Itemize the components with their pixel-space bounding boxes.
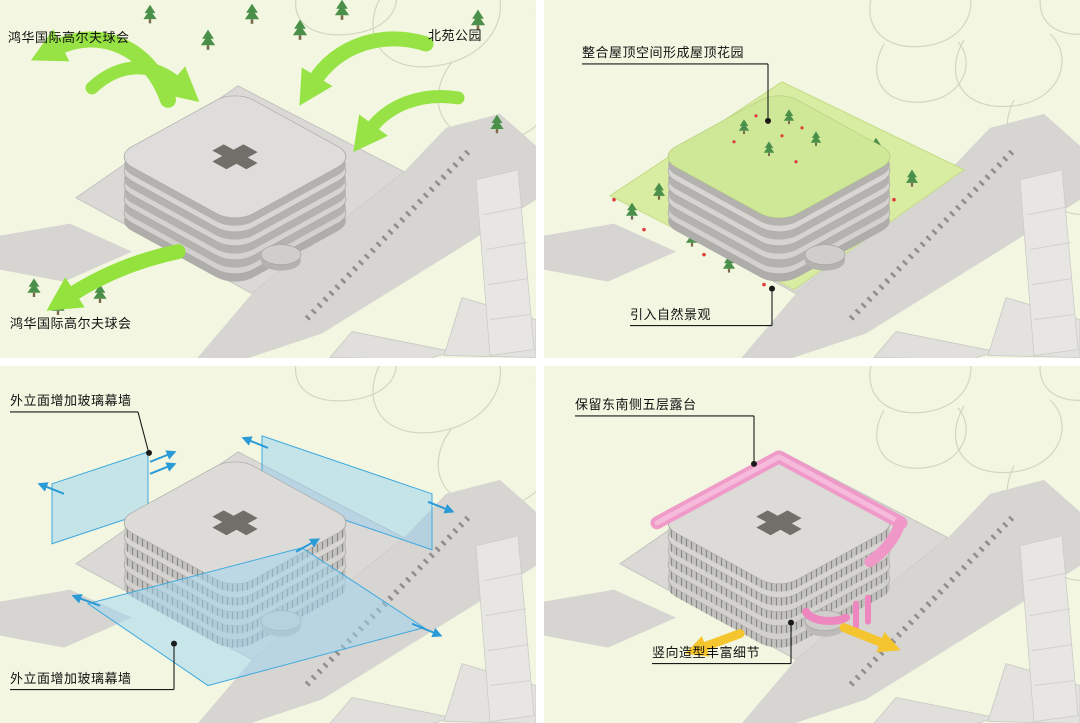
leader-lines — [582, 63, 773, 327]
leader-lines — [575, 414, 792, 664]
leader-dot-terrace — [751, 460, 757, 467]
annotation-vertical-detail: 竖向造型丰富细节 — [652, 644, 761, 660]
leader-dot-glass-top — [146, 449, 152, 456]
terrace-detail-illustration — [544, 365, 1080, 723]
green-flow-arrow-southwest — [46, 244, 186, 311]
leader-dot-landscape — [769, 285, 775, 292]
panel-roof-garden: 整合屋顶空间形成屋顶花园 引入自然景观 — [544, 0, 1080, 358]
pink-vertical-fins — [802, 594, 871, 631]
annotation-roof-garden: 整合屋顶空间形成屋顶花园 — [582, 45, 745, 60]
blue-direction-arrows — [37, 435, 455, 637]
annotation-terrace: 保留东南侧五层露台 — [575, 396, 697, 412]
annotation-glass-top: 外立面增加玻璃幕墙 — [10, 392, 132, 408]
panel-glass-curtain-wall: 外立面增加玻璃幕墙 外立面增加玻璃幕墙 — [0, 365, 536, 723]
leader-dot-fins — [788, 619, 794, 626]
annotation-glass-bottom: 外立面增加玻璃幕墙 — [10, 670, 132, 686]
annotation-golfclub-top: 鸿华国际高尔夫球会 — [8, 30, 130, 45]
leader-dot-roof — [765, 117, 771, 124]
yellow-arrows — [685, 622, 901, 657]
green-flow-arrows — [30, 29, 465, 153]
roof-garden-illustration — [544, 0, 1080, 358]
annotation-golfclub-bottom: 鸿华国际高尔夫球会 — [10, 316, 132, 331]
panel-site-connections: 鸿华国际高尔夫球会 北苑公园 鸿华国际高尔夫球会 — [0, 0, 536, 358]
leader-lines — [10, 410, 175, 690]
pink-terrace-highlight — [650, 449, 908, 567]
roof-trees-and-flowers — [732, 109, 822, 164]
leader-dot-glass-bottom — [171, 640, 177, 647]
glass-curtain-illustration — [0, 365, 536, 723]
panel-terrace-detail: 保留东南侧五层露台 竖向造型丰富细节 — [544, 365, 1080, 723]
annotation-natural-landscape: 引入自然景观 — [630, 307, 712, 322]
site-connections-illustration — [0, 0, 536, 358]
annotation-park: 北苑公园 — [428, 28, 483, 43]
